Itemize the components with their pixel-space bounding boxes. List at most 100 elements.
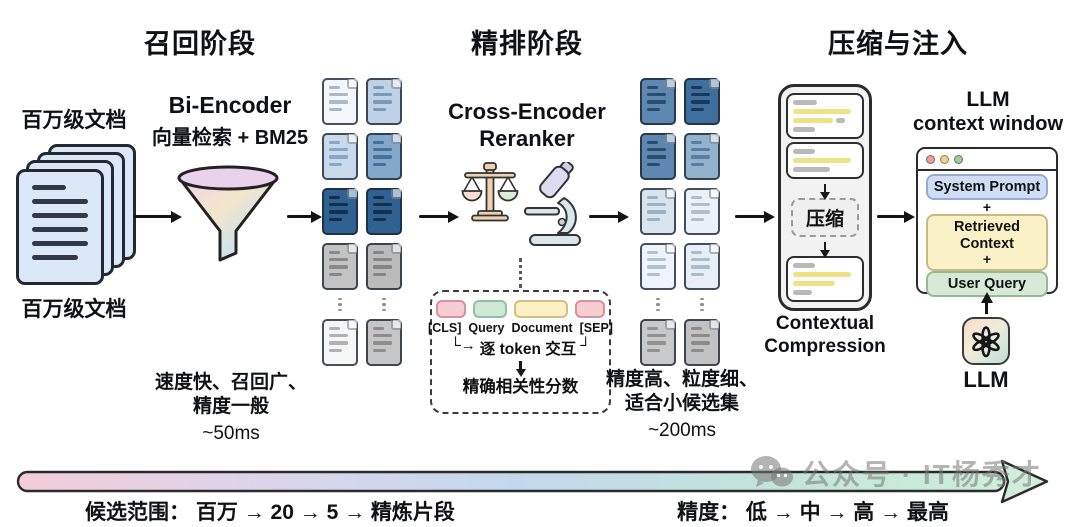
connector-right: ┘ — [580, 337, 591, 354]
token-labels: [CLS] Query Document [SEP] — [428, 321, 613, 335]
llm-title-line1: LLM — [966, 88, 1010, 111]
arrow-compression-to-window — [877, 215, 905, 218]
plus-sign: + — [982, 251, 992, 268]
text-line — [793, 127, 815, 132]
document-stack-icon — [16, 144, 138, 288]
document-icon — [322, 243, 358, 290]
rerank-note-line1: 精度高、粒度细、 — [605, 369, 758, 390]
arrow-reranker-to-ranked — [589, 215, 619, 218]
microscope-icon — [524, 162, 581, 246]
openai-logo — [962, 317, 1010, 365]
document-icon — [640, 133, 676, 180]
arrow-stack-to-funnel — [134, 215, 172, 218]
text-line — [793, 167, 831, 172]
system-prompt-chip: System Prompt — [926, 174, 1048, 200]
token-chip — [473, 300, 507, 318]
million-docs-label-bottom: 百万级文档 — [21, 298, 127, 321]
text-line — [835, 118, 845, 123]
document-icon — [684, 188, 720, 235]
token-interaction-row: └→ 逐 token 交互 ┘ — [450, 337, 591, 359]
retrieved-context-chip: Retrieved Context + — [926, 214, 1048, 272]
ellipsis-dots — [656, 298, 660, 311]
scope-axis-label: 候选范围： 百万 → 20 → 5 → 精炼片段 — [85, 501, 455, 524]
document-icon — [366, 78, 402, 125]
document-icon — [366, 188, 402, 235]
token-label: Query — [468, 321, 505, 335]
down-arrow-icon — [519, 361, 522, 370]
document-icon — [640, 319, 676, 366]
document-icon — [322, 133, 358, 180]
watermark: 公众号 · IT杨秀才 — [750, 453, 1042, 493]
window-control-red — [926, 154, 935, 164]
million-docs-label-top: 百万级文档 — [21, 109, 127, 132]
rerank-note: 精度高、粒度细、 适合小候选集 ~200ms — [577, 368, 787, 442]
wechat-icon — [751, 456, 793, 487]
arrow-llm-to-window — [985, 301, 988, 314]
token-label: [SEP] — [579, 321, 613, 335]
ellipsis-dots — [382, 298, 386, 311]
ellipsis-dots — [700, 298, 704, 311]
doc-grid-ranked — [640, 78, 720, 366]
rerank-note-line2: 适合小候选集 — [624, 392, 739, 414]
arrow-funnel-to-candidates — [287, 215, 312, 218]
llm-context-window: System Prompt + Retrieved Context + User… — [916, 147, 1058, 298]
compression-panel: 压缩 — [778, 84, 872, 311]
openai-knot-icon — [972, 326, 1000, 358]
document-icon — [640, 78, 676, 125]
token-label: [CLS] — [428, 321, 462, 335]
reranker-title: Cross-Encoder — [448, 99, 606, 124]
bi-encoder-subtitle: 向量检索 + BM25 — [151, 127, 309, 149]
highlighted-text-line — [793, 118, 833, 123]
token-chip — [436, 300, 466, 318]
token-chip — [514, 300, 568, 318]
document-icon — [684, 133, 720, 180]
precision-axis-label: 精度： 低 → 中 → 高 → 最高 — [677, 501, 949, 524]
down-arrow-icon — [823, 242, 827, 251]
snippet-card — [786, 93, 864, 139]
watermark-text: 公众号 · IT杨秀才 — [802, 459, 1042, 490]
highlighted-text-line — [793, 109, 851, 114]
text-line — [793, 290, 813, 295]
window-control-yellow — [940, 154, 949, 164]
stage-title-compress: 压缩与注入 — [828, 29, 968, 59]
snippet-card — [786, 142, 864, 179]
token-label: Document — [511, 321, 573, 335]
highlighted-text-line — [793, 281, 836, 286]
stage-title-rerank: 精排阶段 — [471, 29, 583, 59]
down-arrow-icon — [823, 184, 827, 193]
recall-latency: ~50ms — [202, 422, 260, 444]
recall-note-line2: 精度一般 — [192, 395, 269, 417]
document-icon — [640, 188, 676, 235]
token-chip — [575, 300, 605, 318]
reranker-subtitle: Reranker — [479, 126, 575, 151]
balance-scale-icon — [461, 162, 519, 222]
token-interaction-label: 逐 token 交互 — [479, 341, 577, 358]
document-icon — [684, 319, 720, 366]
caption-line1: Contextual — [775, 313, 875, 334]
text-line — [793, 263, 815, 268]
contextual-compression-caption: Contextual Compression — [750, 313, 900, 358]
document-icon — [366, 319, 402, 366]
document-icon — [366, 243, 402, 290]
window-body: System Prompt + Retrieved Context + User… — [918, 171, 1056, 300]
snippet-card — [786, 256, 864, 302]
highlighted-text-line — [793, 158, 851, 163]
arrow-ranked-to-compression — [735, 215, 765, 218]
document-icon — [322, 319, 358, 366]
text-line — [793, 149, 815, 154]
relevance-score-label: 精确相关性分数 — [462, 378, 579, 396]
arrow-candidates-to-reranker — [419, 215, 449, 218]
llm-title-line2: context window — [913, 113, 1063, 135]
rerank-latency: ~200ms — [647, 419, 717, 441]
llm-window-title: LLM context window — [908, 88, 1068, 136]
stage-title-recall: 召回阶段 — [144, 29, 256, 59]
llm-label: LLM — [963, 367, 1009, 392]
bi-encoder-label: Bi-Encoder 向量检索 + BM25 — [125, 92, 335, 150]
window-titlebar — [918, 149, 1056, 171]
token-chips — [436, 300, 605, 318]
funnel-icon — [177, 165, 279, 262]
ellipsis-dots — [338, 298, 342, 311]
highlighted-text-line — [793, 272, 851, 277]
